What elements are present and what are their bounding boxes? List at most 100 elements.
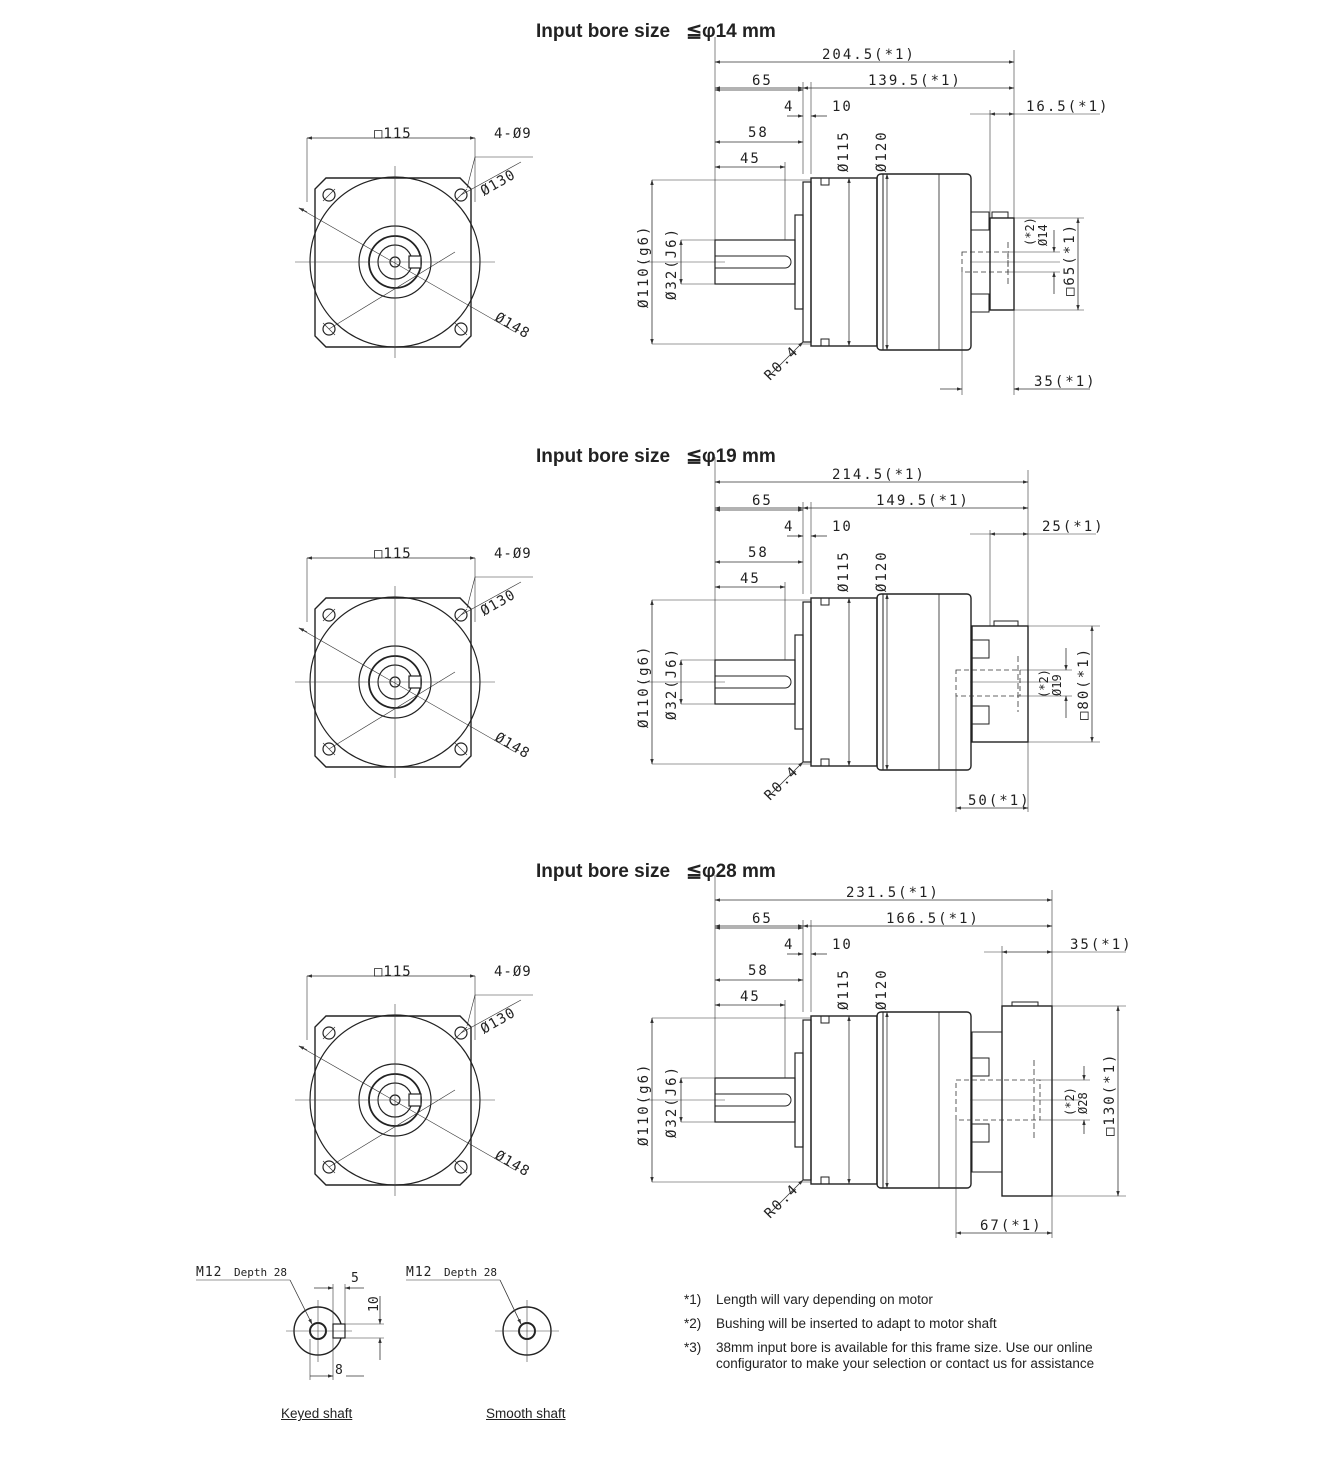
note-mark-2: (*2) bbox=[1037, 669, 1051, 698]
footnote-mark: *1) bbox=[684, 1292, 702, 1307]
key-length: 8 bbox=[335, 1363, 343, 1378]
side-view-2: 214.5(*1) 65 149.5(*1) 25(*1) 4 10 58 45… bbox=[636, 457, 1105, 812]
side-view-3: 231.5(*1) 65 166.5(*1) 35(*1) 4 10 58 45… bbox=[636, 875, 1133, 1238]
footnote-2: *2) Bushing will be inserted to adapt to… bbox=[684, 1316, 1144, 1332]
dim-motor-square: □130(*1) bbox=[1102, 1053, 1118, 1136]
dim-10: 10 bbox=[832, 99, 853, 115]
dim-4: 4 bbox=[784, 99, 794, 115]
dim-diag: Ø148 bbox=[492, 730, 533, 763]
dim-58: 58 bbox=[748, 545, 769, 561]
dim-holes: 4-Ø9 bbox=[494, 546, 532, 562]
dim-adapter-len: 16.5(*1) bbox=[1026, 99, 1109, 115]
title-label: Input bore size bbox=[536, 446, 671, 467]
dim-dia110: Ø110(g6) bbox=[636, 1063, 652, 1146]
dim-bush-dia: Ø14 bbox=[1036, 224, 1050, 246]
dim-dia32: Ø32(J6) bbox=[664, 647, 680, 720]
dim-motor-square: □80(*1) bbox=[1076, 647, 1092, 720]
dim-58: 58 bbox=[748, 963, 769, 979]
section-title-2: Input bore size ≦φ19 mm bbox=[536, 445, 776, 468]
note-mark-2: (*2) bbox=[1063, 1087, 1077, 1116]
dim-total: 204.5(*1) bbox=[822, 47, 916, 63]
dim-bottom: 67(*1) bbox=[980, 1218, 1043, 1234]
footnote-text: 38mm input bore is available for this fr… bbox=[716, 1340, 1095, 1371]
thread-depth: Depth 28 bbox=[234, 1266, 287, 1279]
dim-dia115: Ø115 bbox=[836, 130, 852, 172]
dim-45: 45 bbox=[740, 989, 761, 1005]
dim-flange-len: 65 bbox=[752, 493, 773, 509]
dim-dia110: Ø110(g6) bbox=[636, 645, 652, 728]
dim-total: 214.5(*1) bbox=[832, 467, 926, 483]
section-title-3: Input bore size ≦φ28 mm bbox=[536, 860, 776, 883]
dim-radius: R0.4 bbox=[762, 763, 803, 804]
thread-size: M12 bbox=[406, 1265, 432, 1280]
dim-square: □115 bbox=[374, 546, 412, 562]
dim-4: 4 bbox=[784, 519, 794, 535]
smooth-shaft-detail: M12 Depth 28 bbox=[406, 1265, 559, 1362]
title-label: Input bore size bbox=[536, 21, 671, 42]
dim-body-len: 149.5(*1) bbox=[876, 493, 970, 509]
dim-pcd: Ø130 bbox=[478, 1005, 519, 1038]
dim-pcd: Ø130 bbox=[478, 167, 519, 200]
dim-dia120: Ø120 bbox=[874, 130, 890, 172]
dim-bush-dia: Ø19 bbox=[1050, 674, 1064, 696]
dim-motor-square: □65(*1) bbox=[1062, 223, 1078, 296]
footnote-mark: *2) bbox=[684, 1316, 702, 1331]
dim-flange-len: 65 bbox=[752, 73, 773, 89]
dim-4: 4 bbox=[784, 937, 794, 953]
dim-bottom: 35(*1) bbox=[1034, 374, 1097, 390]
dim-dia115: Ø115 bbox=[836, 968, 852, 1010]
front-view-1: □115 4-Ø9 Ø130 Ø148 bbox=[295, 126, 533, 358]
dim-dia120: Ø120 bbox=[874, 968, 890, 1010]
dim-58: 58 bbox=[748, 125, 769, 141]
footnote-1: *1) Length will vary depending on motor bbox=[684, 1292, 1144, 1308]
dim-diag: Ø148 bbox=[492, 1148, 533, 1181]
title-label: Input bore size bbox=[536, 861, 671, 882]
dim-square: □115 bbox=[374, 964, 412, 980]
side-view-1: 204.5(*1) 65 139.5(*1) 16.5(*1) 4 10 58 … bbox=[636, 37, 1109, 395]
dim-body-len: 166.5(*1) bbox=[886, 911, 980, 927]
dim-holes: 4-Ø9 bbox=[494, 964, 532, 980]
dim-radius: R0.4 bbox=[762, 1181, 803, 1222]
keyed-shaft-caption: Keyed shaft bbox=[281, 1406, 353, 1421]
thread-depth: Depth 28 bbox=[444, 1266, 497, 1279]
footnotes: *1) Length will vary depending on motor … bbox=[684, 1292, 1144, 1380]
footnote-mark: *3) bbox=[684, 1340, 702, 1355]
dim-adapter-len: 35(*1) bbox=[1070, 937, 1133, 953]
dim-dia32: Ø32(J6) bbox=[664, 227, 680, 300]
bore-size: ≦φ28 mm bbox=[686, 861, 776, 882]
dim-radius: R0.4 bbox=[762, 343, 803, 384]
dim-total: 231.5(*1) bbox=[846, 885, 940, 901]
dim-10: 10 bbox=[832, 937, 853, 953]
dim-adapter-len: 25(*1) bbox=[1042, 519, 1105, 535]
key-width: 5 bbox=[351, 1271, 359, 1286]
dim-body-len: 139.5(*1) bbox=[868, 73, 962, 89]
key-height: 10 bbox=[367, 1296, 382, 1312]
bore-size: ≦φ19 mm bbox=[686, 446, 776, 467]
front-view-3: □115 4-Ø9 Ø130 Ø148 bbox=[295, 964, 533, 1196]
bore-size: ≦φ14 mm bbox=[686, 21, 776, 42]
dim-bottom: 50(*1) bbox=[968, 793, 1031, 809]
dim-diag: Ø148 bbox=[492, 310, 533, 343]
dim-45: 45 bbox=[740, 571, 761, 587]
footnote-3: *3) 38mm input bore is available for thi… bbox=[684, 1340, 1144, 1372]
front-view-2: □115 4-Ø9 Ø130 Ø148 bbox=[295, 546, 533, 778]
thread-size: M12 bbox=[196, 1265, 222, 1280]
keyed-shaft-detail: M12 Depth 28 5 10 8 bbox=[196, 1265, 384, 1380]
note-mark-2: (*2) bbox=[1023, 217, 1037, 246]
dim-dia120: Ø120 bbox=[874, 550, 890, 592]
dim-square: □115 bbox=[374, 126, 412, 142]
dim-holes: 4-Ø9 bbox=[494, 126, 532, 142]
dim-bush-dia: Ø28 bbox=[1076, 1092, 1090, 1114]
section-title-1: Input bore size ≦φ14 mm bbox=[536, 20, 776, 43]
dim-10: 10 bbox=[832, 519, 853, 535]
dim-dia32: Ø32(J6) bbox=[664, 1065, 680, 1138]
dim-45: 45 bbox=[740, 151, 761, 167]
dim-dia115: Ø115 bbox=[836, 550, 852, 592]
dim-flange-len: 65 bbox=[752, 911, 773, 927]
footnote-text: Bushing will be inserted to adapt to mot… bbox=[716, 1316, 997, 1331]
dim-pcd: Ø130 bbox=[478, 587, 519, 620]
footnote-text: Length will vary depending on motor bbox=[716, 1292, 933, 1307]
smooth-shaft-caption: Smooth shaft bbox=[486, 1406, 566, 1421]
dim-dia110: Ø110(g6) bbox=[636, 225, 652, 308]
